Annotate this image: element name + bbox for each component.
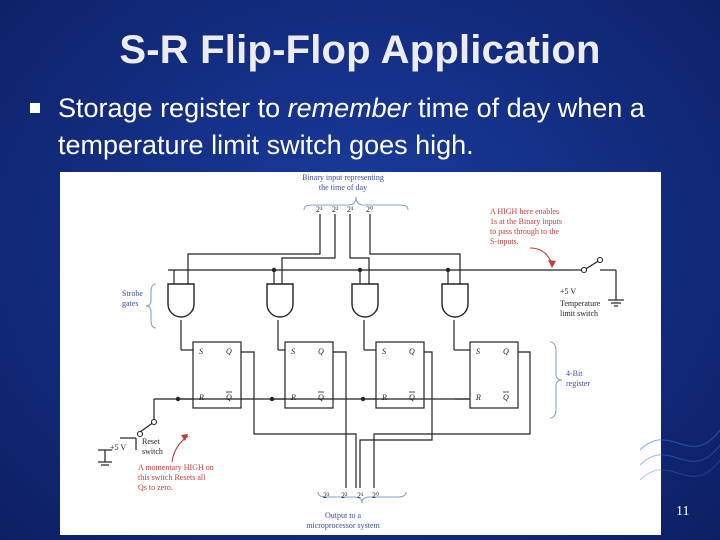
output-bit-label: 2¹ <box>357 491 364 500</box>
ff2-q: Q <box>318 347 324 356</box>
circuit-diagram: Binary input representing the time of da… <box>60 172 661 535</box>
ff2-qbar: Q <box>318 393 324 402</box>
and-gate <box>351 283 379 318</box>
strobe-label-line1: Strobe <box>122 289 143 298</box>
and-gate <box>167 283 195 318</box>
input-label-line1: Binary input representing <box>302 173 384 182</box>
reset-note-line3: Qs to zero. <box>138 483 173 492</box>
arrow-heads <box>181 260 556 441</box>
and-gate <box>441 283 469 318</box>
ff4-r: R <box>475 393 481 402</box>
bit-labels: 2³ 2² 2¹ 2⁰ 2³ 2² 2¹ 2⁰ <box>316 205 379 500</box>
ff1-q: Q <box>226 347 232 356</box>
input-bit-label: 2⁰ <box>366 205 373 214</box>
bullet-square-icon <box>30 103 40 113</box>
input-bit-label: 2² <box>332 205 339 214</box>
enable-note-line3: to pass through to the <box>490 227 559 236</box>
supply-top-label: +5 V <box>560 287 576 296</box>
ff1-s: S <box>199 347 203 356</box>
reset-switch-line2: switch <box>142 447 163 456</box>
output-bit-label: 2⁰ <box>372 491 379 500</box>
page-number: 11 <box>676 504 690 519</box>
bullet-text-part: Storage register to <box>58 93 288 123</box>
bullet-text-emphasis: remember <box>287 93 411 123</box>
ff1-qbar: Q <box>226 393 232 402</box>
reset-note-line1: A momentary HIGH on <box>138 463 214 472</box>
output-label-line1: Output to a <box>325 511 361 520</box>
output-label-line2: microprocessor system <box>306 521 380 530</box>
slide-title: S-R Flip-Flop Application <box>119 28 601 72</box>
ff4-s: S <box>476 347 480 356</box>
ff3-q: Q <box>409 347 415 356</box>
circuit-svg: Binary input representing the time of da… <box>98 173 624 530</box>
temp-switch-line1: Temperature <box>560 299 601 308</box>
flipflop-pin-labels: S Q R Q S Q R Q S Q R Q S Q R Q <box>198 347 509 402</box>
strobe-label-line2: gates <box>122 299 138 308</box>
reset-note-line2: this switch Resets all <box>138 473 206 482</box>
ff2-r: R <box>290 393 296 402</box>
input-bit-label: 2³ <box>316 205 323 214</box>
input-label-line2: the time of day <box>319 183 367 192</box>
temp-switch-line2: limit switch <box>560 309 598 318</box>
ff2-s: S <box>291 347 295 356</box>
strobe-and-gates <box>167 283 469 318</box>
reset-switch-line1: Reset <box>142 437 161 446</box>
output-bit-label: 2² <box>341 491 348 500</box>
ff4-q: Q <box>503 347 509 356</box>
ff3-r: R <box>381 393 387 402</box>
ff1-r: R <box>198 393 204 402</box>
decorative-wave <box>640 429 720 481</box>
junction-dots <box>175 267 451 402</box>
switch-contacts <box>136 256 604 438</box>
wires <box>98 214 624 488</box>
diagram-labels: Binary input representing the time of da… <box>110 173 601 530</box>
and-gate <box>266 283 294 318</box>
supply-left-label: +5 V <box>110 443 126 452</box>
enable-note-line4: S-inputs. <box>490 237 519 246</box>
enable-note-line1: A HIGH here enables <box>490 207 559 216</box>
bullet-text-part: time of day when a temperature limit swi… <box>58 93 645 160</box>
ff4-qbar: Q <box>503 393 509 402</box>
register-label-line1: 4-Bit <box>566 369 583 378</box>
output-bit-label: 2³ <box>323 491 330 500</box>
enable-note-line2: 1s at the Binary inputs <box>490 217 562 226</box>
register-label-line2: register <box>566 379 590 388</box>
bullet-text: Storage register to remember time of day… <box>58 90 708 164</box>
ff3-qbar: Q <box>409 393 415 402</box>
ff3-s: S <box>382 347 386 356</box>
input-bit-label: 2¹ <box>347 205 354 214</box>
brace-marks <box>145 196 563 504</box>
